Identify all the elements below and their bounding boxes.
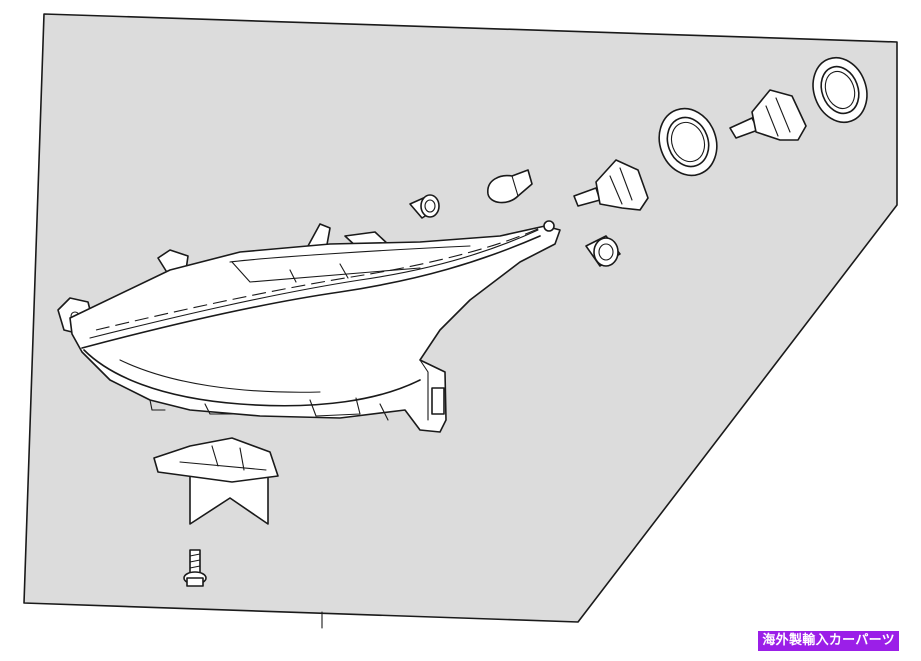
mounting-bracket <box>153 437 279 525</box>
headlight-bulb-low <box>573 159 649 211</box>
mounting-bolt <box>183 549 207 587</box>
seal-ring-1 <box>658 107 718 177</box>
wedge-bulb <box>487 169 533 204</box>
small-socket-2 <box>585 235 621 267</box>
headlamp-assembly <box>57 220 561 433</box>
headlamp-body <box>69 225 561 433</box>
headlight-bulb-high <box>729 89 807 141</box>
seal-ring-2 <box>812 56 868 124</box>
watermark-label: 海外製輸入カーパーツ <box>758 631 899 651</box>
small-socket-1 <box>409 194 440 219</box>
